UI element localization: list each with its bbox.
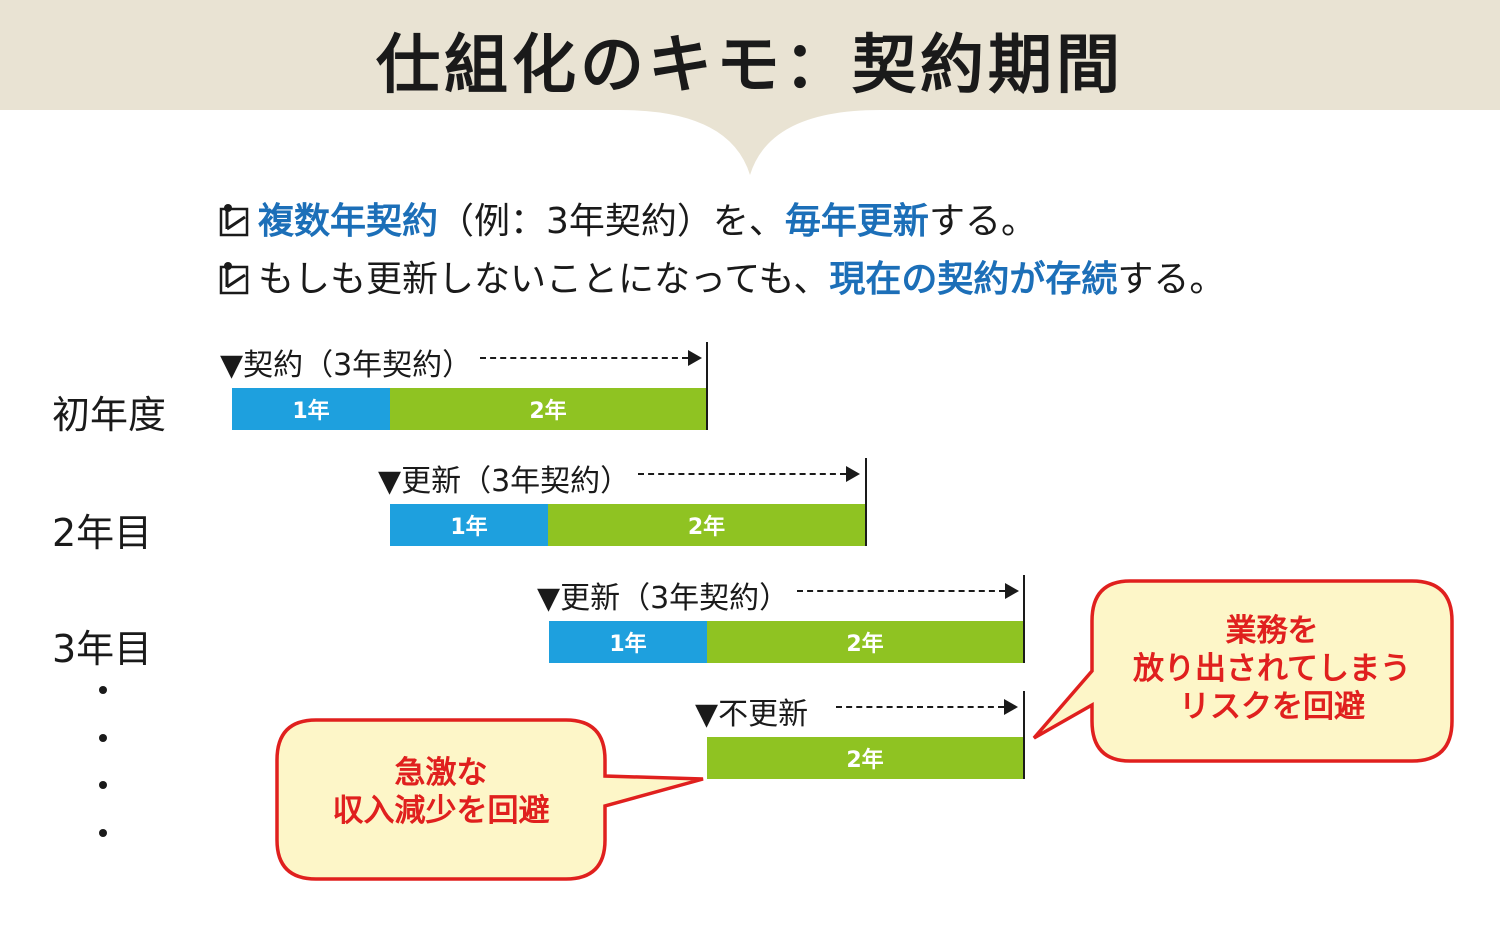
bullet-1-part-2: （例：3年契約）を、: [438, 201, 785, 242]
row-4-arrow-line: [836, 706, 1004, 708]
right-callout-text: 業務を 放り出されてしまう リスクを回避: [1096, 612, 1448, 726]
row-label-first-year: 初年度: [52, 393, 167, 437]
ellipsis-dot: [99, 781, 107, 789]
left-callout-text: 急激な 収入減少を回避: [281, 754, 601, 830]
row-1-marker: ▼契約（3年契約）: [220, 340, 472, 384]
bullet-1-part-1: 複数年契約: [258, 201, 439, 242]
row-3-marker-text: 更新（3年契約）: [560, 581, 790, 616]
checkbox-icon: [219, 262, 249, 295]
left-callout-line-2: 収入減少を回避: [332, 793, 550, 829]
bullet-line-2: もしも更新しないことになっても、現在の契約が存続する。: [218, 250, 1225, 302]
arrow-head-icon: [1004, 699, 1018, 715]
row-3-end-line: [1023, 575, 1025, 663]
row-3-segment-2: 2年: [707, 621, 1023, 663]
row-label-second-year: 2年目: [52, 511, 153, 555]
marker-triangle-icon: ▼: [378, 464, 402, 499]
row-2-arrow-line: [638, 473, 846, 475]
row-3-segment-1: 1年: [549, 621, 707, 663]
right-callout-line-1: 業務を: [1225, 613, 1319, 649]
row-4-end-line: [1023, 691, 1025, 779]
row-1-arrow-line: [480, 357, 688, 359]
row-label-third-year: 3年目: [52, 627, 153, 671]
ellipsis-dot: [99, 829, 107, 837]
row-3-arrow-line: [797, 590, 1005, 592]
row-2-segment-2: 2年: [548, 504, 865, 546]
row-2-segment-1: 1年: [390, 504, 548, 546]
right-callout-line-3: リスクを回避: [1179, 689, 1365, 725]
row-3-marker: ▼更新（3年契約）: [537, 573, 789, 617]
row-4-marker-text: 不更新: [718, 697, 809, 732]
marker-triangle-icon: ▼: [537, 581, 561, 616]
row-1-end-line: [706, 342, 708, 430]
right-callout-line-2: 放り出されてしまう: [1132, 651, 1412, 687]
bullet-1-part-4: する。: [928, 201, 1037, 242]
marker-triangle-icon: ▼: [220, 348, 244, 383]
ellipsis-dot: [99, 686, 107, 694]
row-1-marker-text: 契約（3年契約）: [243, 348, 473, 383]
marker-triangle-icon: ▼: [695, 697, 719, 732]
bullet-2-part-1: もしも更新しないことになっても、: [258, 259, 830, 300]
bullet-line-1: 複数年契約（例：3年契約）を、毎年更新する。: [218, 192, 1037, 244]
row-1-segment-2: 2年: [390, 388, 706, 430]
row-2-marker: ▼更新（3年契約）: [378, 456, 630, 500]
checkbox-icon: [219, 204, 249, 237]
left-callout-line-1: 急激な: [394, 755, 488, 791]
row-1-segment-1: 1年: [232, 388, 390, 430]
right-callout-bubble: [1032, 579, 1454, 763]
title-banner: [0, 0, 1500, 175]
arrow-head-icon: [846, 466, 860, 482]
bullet-2-part-3: する。: [1117, 259, 1226, 300]
page-title: 仕組化のキモ：契約期間: [376, 29, 1124, 103]
arrow-head-icon: [688, 350, 702, 366]
row-4-segment-1: 2年: [707, 737, 1023, 779]
bullet-1-part-3: 毎年更新: [784, 201, 929, 242]
arrow-head-icon: [1005, 583, 1019, 599]
row-4-marker: ▼不更新: [695, 689, 808, 733]
row-2-end-line: [865, 458, 867, 546]
left-callout-bubble: [275, 718, 704, 881]
ellipsis-dot: [99, 734, 107, 742]
bullet-2-part-2: 現在の契約が存続: [829, 259, 1118, 300]
row-2-marker-text: 更新（3年契約）: [401, 464, 631, 499]
